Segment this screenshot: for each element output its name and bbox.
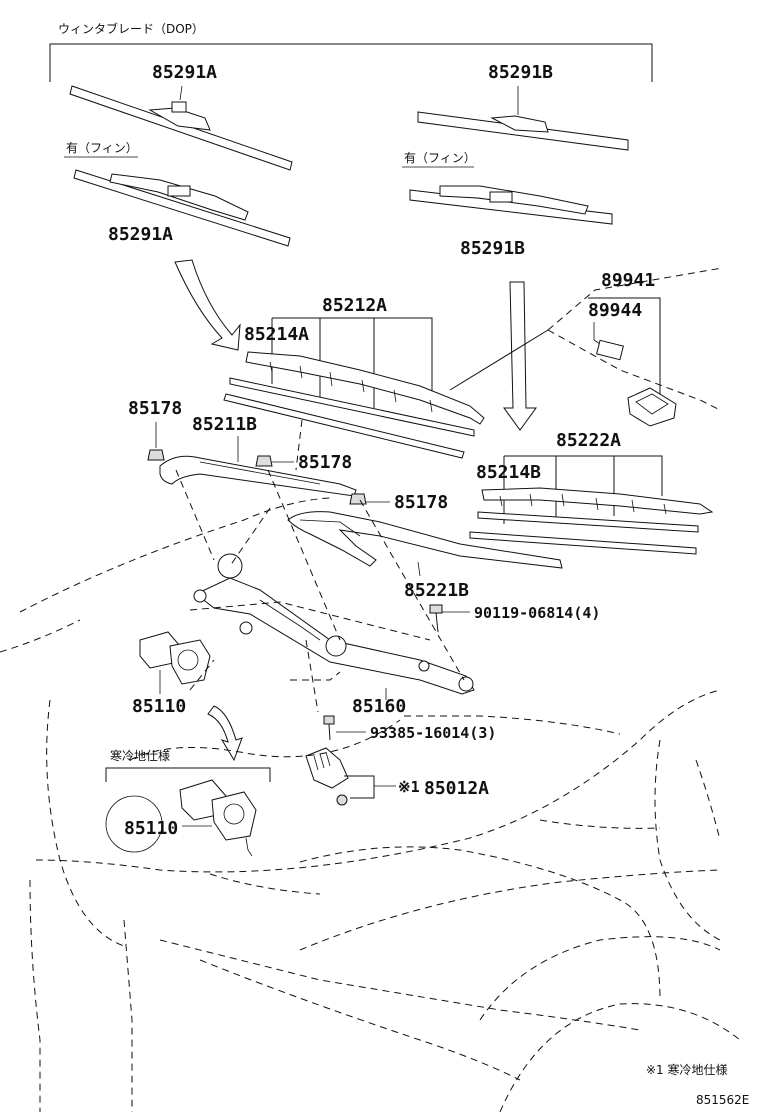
- arrow-left: [174, 259, 241, 351]
- footnote-cold-spec: ※1 寒冷地仕様: [646, 1062, 728, 1077]
- part-label-85222a: 85222A: [556, 430, 621, 451]
- part-label-85291b-fin: 85291B: [460, 238, 525, 259]
- bolt-90119[interactable]: [429, 604, 443, 633]
- cap-85178-mid[interactable]: [255, 455, 273, 467]
- part-label-85214b: 85214B: [476, 462, 541, 483]
- wiper-motor-85110-cold[interactable]: [179, 779, 257, 857]
- bolt-93385[interactable]: [323, 715, 335, 741]
- part-label-85291a-fin: 85291A: [108, 224, 173, 245]
- cap-85178-right[interactable]: [349, 493, 367, 505]
- clip-89941[interactable]: [627, 387, 677, 427]
- part-label-85291a: 85291A: [152, 62, 217, 83]
- wiper-arm-85211b[interactable]: [159, 455, 357, 497]
- part-label-89944: 89944: [588, 300, 642, 321]
- cold-spec-bracket: [105, 767, 271, 782]
- wiper-linkage-85160[interactable]: [193, 553, 475, 695]
- part-label-90119: 90119-06814(4): [474, 604, 600, 622]
- blade-refill-85214b[interactable]: [477, 511, 699, 533]
- clip-89944[interactable]: [596, 339, 624, 361]
- winter-blade-bracket: [49, 43, 653, 82]
- bracket-85012a: [344, 775, 375, 799]
- cold-spec-label: 寒冷地仕様: [110, 748, 170, 763]
- wiper-heater-85012a[interactable]: [305, 747, 349, 806]
- asterisk-mark: ※1: [398, 778, 420, 796]
- part-label-85221b: 85221B: [404, 580, 469, 601]
- part-label-85160: 85160: [352, 696, 406, 717]
- wiper-blade-85291a[interactable]: [69, 85, 293, 171]
- wiper-blade-85291b[interactable]: [417, 86, 629, 151]
- cold-spec-callout-circle: [105, 795, 163, 853]
- part-label-85012a: 85012A: [424, 778, 489, 799]
- part-label-89941: 89941: [601, 270, 655, 291]
- part-label-85291b: 85291B: [488, 62, 553, 83]
- part-label-85178-right: 85178: [394, 492, 448, 513]
- winter-blade-group-label: ウィンタブレード（DOP）: [58, 21, 204, 36]
- part-label-85178-left: 85178: [128, 398, 182, 419]
- bracket-85212a: [272, 317, 433, 392]
- fin-label-right: 有（フィン）: [404, 151, 476, 165]
- part-label-85214a: 85214A: [244, 324, 309, 345]
- blade-rubber-85214b[interactable]: [469, 531, 697, 555]
- wiper-arm-85221b[interactable]: [287, 511, 563, 569]
- part-label-85178-mid: 85178: [298, 452, 352, 473]
- wiper-blade-85212a[interactable]: [245, 351, 485, 425]
- car-body-outline: [0, 497, 741, 1112]
- bracket-85222a: [504, 455, 663, 496]
- wiper-blade-85222a[interactable]: [481, 487, 714, 515]
- part-label-93385: 93385-16014(3): [370, 724, 496, 742]
- wiper-blade-85291b-fin[interactable]: [409, 185, 613, 225]
- wiper-motor-85110[interactable]: [139, 631, 211, 685]
- part-label-85110: 85110: [132, 696, 186, 717]
- bracket-89941: [588, 297, 661, 396]
- blade-refill-85214a[interactable]: [229, 377, 475, 437]
- part-label-85110-cold: 85110: [124, 818, 178, 839]
- part-label-85211b: 85211B: [192, 414, 257, 435]
- blade-rubber-85214a[interactable]: [223, 393, 465, 459]
- diagram-code: 851562E: [696, 1093, 749, 1107]
- cap-85178-left[interactable]: [147, 449, 165, 461]
- guide-lines: [175, 419, 465, 713]
- arrow-right: [503, 281, 537, 431]
- fin-label-left: 有（フィン）: [66, 141, 138, 155]
- wiper-blade-85291a-fin[interactable]: [73, 169, 291, 247]
- part-label-85212a: 85212A: [322, 295, 387, 316]
